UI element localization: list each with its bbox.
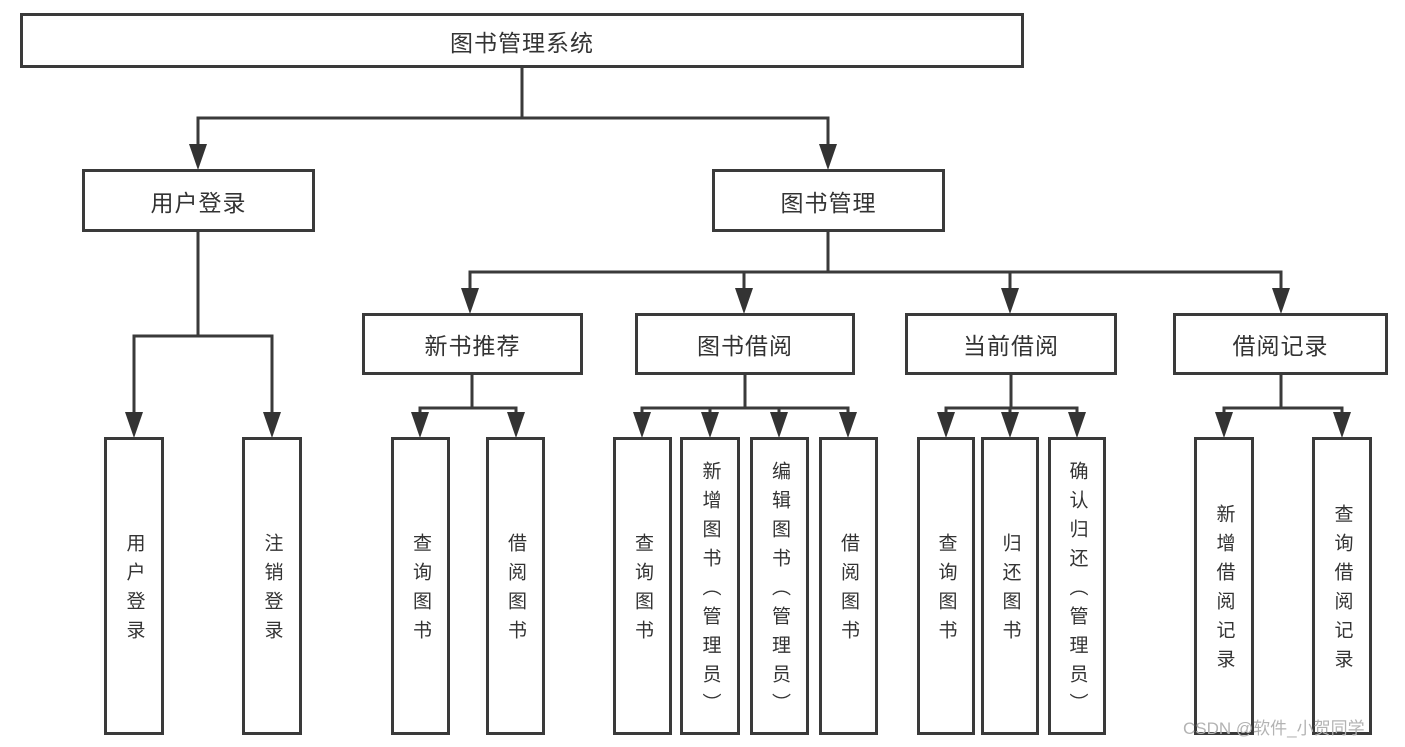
node-book-management: 图书管理	[712, 169, 945, 232]
leaf-current-query-books-label: 查询图书	[935, 533, 957, 649]
node-library-system-label: 图书管理系统	[450, 29, 594, 56]
leaf-logout: 注销登录	[242, 437, 302, 735]
connector-book-borrowing-children	[633, 374, 857, 438]
leaf-current-return-books-label: 归还图书	[999, 533, 1021, 649]
node-user-login: 用户登录	[82, 169, 315, 232]
leaf-current-query-books: 查询图书	[917, 437, 975, 735]
leaf-records-query-record-label: 查询借阅记录	[1331, 504, 1353, 678]
leaf-borrowing-add-books-admin-label: 新增图书（管理员）	[699, 460, 721, 722]
node-library-system: 图书管理系统	[20, 13, 1024, 68]
node-borrowing-records: 借阅记录	[1173, 313, 1388, 375]
node-current-borrowing-label: 当前借阅	[963, 333, 1059, 359]
leaf-user-login: 用户登录	[104, 437, 164, 735]
csdn-watermark: CSDN @软件_小贺同学	[1183, 719, 1365, 738]
connector-new-book-recommend-children	[411, 374, 525, 438]
connector-book-management-to-level3	[461, 231, 1290, 314]
leaf-recommend-query-books-label: 查询图书	[410, 533, 431, 649]
leaf-current-confirm-return-admin: 确认归还（管理员）	[1048, 437, 1106, 735]
node-book-borrowing: 图书借阅	[635, 313, 855, 375]
leaf-current-confirm-return-admin-label: 确认归还（管理员）	[1066, 460, 1088, 722]
leaf-records-query-record: 查询借阅记录	[1312, 437, 1372, 735]
node-new-book-recommend-label: 新书推荐	[424, 333, 521, 359]
leaf-recommend-borrow-books: 借阅图书	[486, 437, 545, 735]
leaf-recommend-query-books: 查询图书	[391, 437, 450, 735]
leaf-logout-label: 注销登录	[261, 533, 283, 649]
connector-current-borrowing-children	[937, 374, 1086, 438]
leaf-borrowing-edit-books-admin-label: 编辑图书（管理员）	[769, 460, 790, 722]
leaf-current-return-books: 归还图书	[981, 437, 1039, 735]
connector-borrowing-records-children	[1215, 374, 1351, 438]
leaf-recommend-borrow-books-label: 借阅图书	[505, 533, 526, 649]
node-user-login-label: 用户登录	[150, 189, 247, 216]
leaf-records-add-record-label: 新增借阅记录	[1213, 504, 1235, 678]
node-book-borrowing-label: 图书借阅	[697, 333, 793, 359]
leaf-borrowing-query-books-label: 查询图书	[632, 533, 653, 649]
node-new-book-recommend: 新书推荐	[362, 313, 583, 375]
leaf-borrowing-borrow-books-label: 借阅图书	[838, 533, 859, 649]
leaf-records-add-record: 新增借阅记录	[1194, 437, 1254, 735]
leaf-user-login-label: 用户登录	[123, 533, 145, 649]
node-borrowing-records-label: 借阅记录	[1232, 333, 1329, 359]
connector-user-login-children	[125, 231, 281, 438]
node-book-management-label: 图书管理	[780, 189, 877, 216]
leaf-borrowing-edit-books-admin: 编辑图书（管理员）	[750, 437, 809, 735]
leaf-borrowing-add-books-admin: 新增图书（管理员）	[680, 437, 740, 735]
node-current-borrowing: 当前借阅	[905, 313, 1117, 375]
connector-root-to-level2	[189, 66, 837, 170]
leaf-borrowing-borrow-books: 借阅图书	[819, 437, 878, 735]
leaf-borrowing-query-books: 查询图书	[613, 437, 672, 735]
